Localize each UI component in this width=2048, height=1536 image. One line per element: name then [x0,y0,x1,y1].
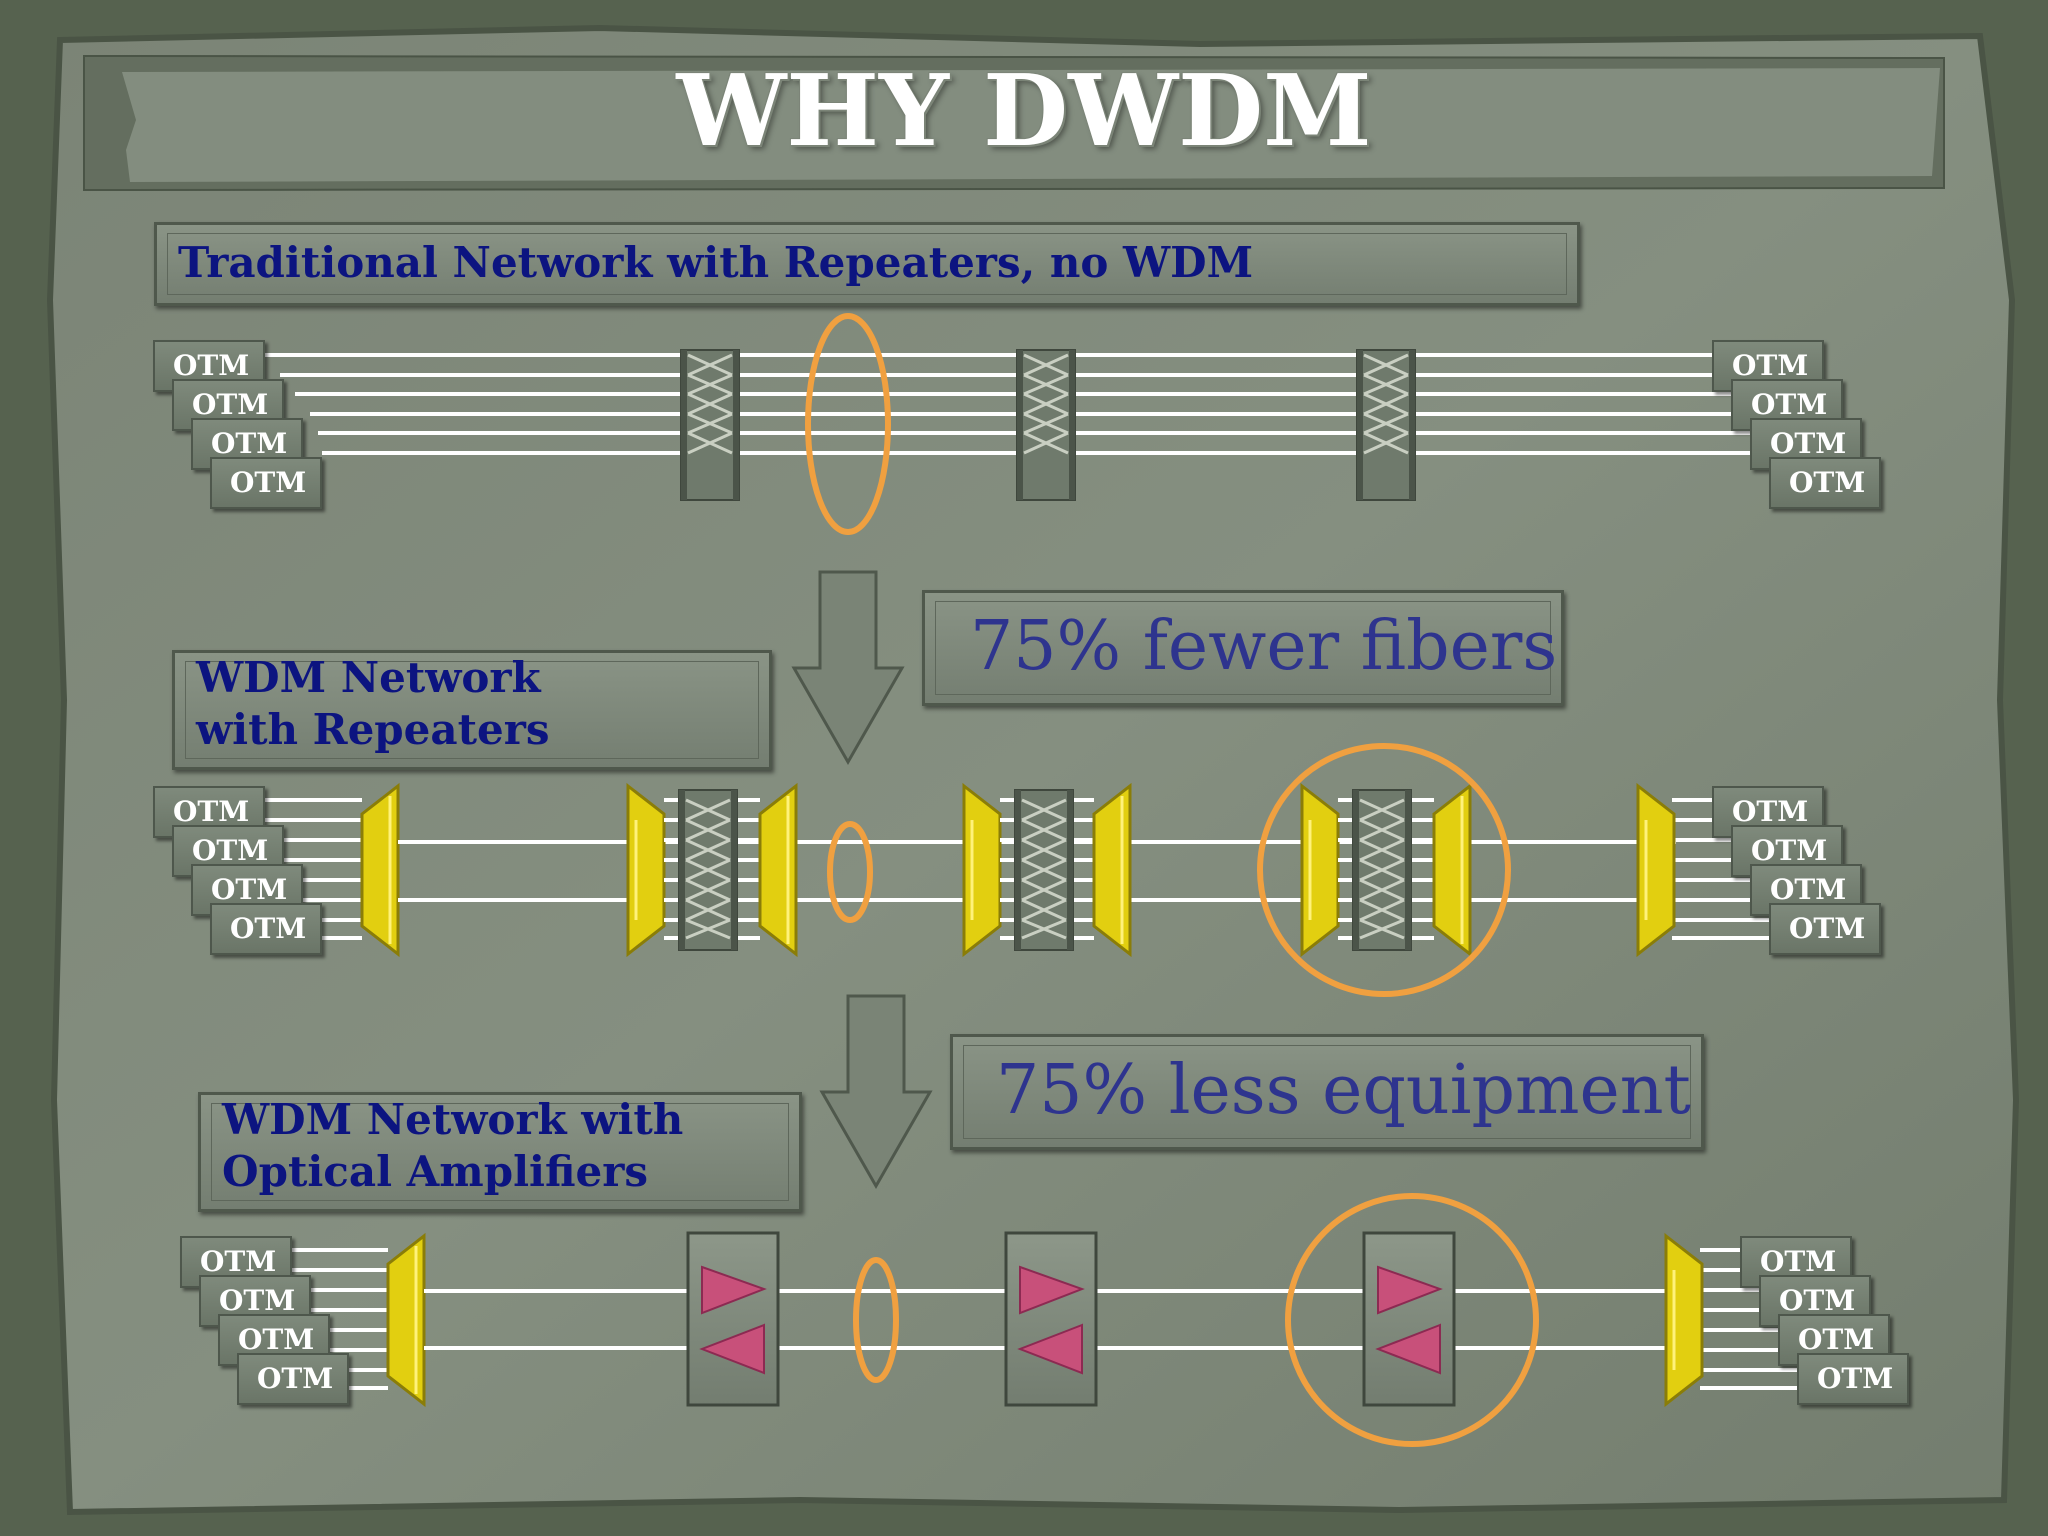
callout-fibers-panel [922,590,1564,706]
mux-s2-site3-left [1300,782,1340,958]
repeater-s2-site1-cross [685,798,731,822]
amplifier-s3-1-forward-triangle [701,1265,767,1315]
highlight-ellipse-s1 [805,313,891,535]
repeater-s2-site1-cross [685,858,731,882]
repeater-s2-site3-cross [1359,798,1405,822]
section3-label-panel [198,1092,802,1212]
mux-s3-terminal-right [1664,1232,1704,1408]
repeater-s1-3-cross [1363,431,1409,455]
callout-equipment-panel [950,1034,1704,1150]
repeater-s2-site1-edge-right [731,790,737,950]
section2-label-line2: with Repeaters [196,705,550,754]
repeater-s1-2-cross [1023,431,1069,455]
repeater-s2-site1 [678,789,738,951]
repeater-s2-site2-cross [1021,858,1067,882]
repeater-s1-1-edge-left [681,350,687,500]
mux-s2-site1-left [626,782,666,958]
repeater-s2-site2-cross [1021,838,1067,862]
repeater-s2-site3-cross [1359,918,1405,940]
repeater-s1-2-cross [1023,373,1069,396]
repeater-s2-site2-cross [1021,878,1067,902]
repeater-s2-site2-cross [1021,898,1067,922]
repeater-s2-site1-cross [685,838,731,862]
section3-label-line1: WDM Network with [222,1095,684,1144]
repeater-s1-1-cross [687,373,733,396]
amplifier-s3-2 [1004,1231,1098,1407]
otm-terminal-s3-right: OTM [1797,1353,1909,1405]
otm-terminal-s1-left: OTM [210,457,322,509]
repeater-s1-2-cross [1023,412,1069,435]
highlight-ellipse-s3 [853,1257,899,1383]
repeater-s2-site3-cross [1359,838,1405,862]
repeater-s1-3-cross [1363,353,1409,377]
repeater-s2-site1-cross [685,898,731,922]
otm-terminal-s2-right: OTM [1769,903,1881,955]
section2-label-line1: WDM Network [196,653,541,702]
repeater-s2-site2-edge-right [1067,790,1073,950]
repeater-s1-2-cross [1023,392,1069,416]
repeater-s1-3-edge-right [1409,350,1415,500]
repeater-s1-1-cross [687,412,733,435]
highlight-circle-s2 [1257,743,1511,997]
repeater-s2-site3-cross [1359,818,1405,842]
repeater-s2-site3-cross [1359,878,1405,902]
mux-s2-site2-right [1092,782,1132,958]
highlight-ellipse-s2 [827,821,873,923]
repeater-s1-1-cross [687,392,733,416]
section3-label-line2: Optical Amplifiers [222,1147,649,1196]
otm-terminal-s3-left: OTM [237,1353,349,1405]
section1-label: Traditional Network with Repeaters, no W… [178,238,1254,287]
mux-s2-site2-left [962,782,1002,958]
amplifier-s3-3-forward-triangle [1377,1265,1443,1315]
repeater-s2-site3-edge-right [1405,790,1411,950]
repeater-s2-site2-edge-left [1015,790,1021,950]
mux-s3-terminal-left [386,1232,426,1408]
repeater-s2-site3-cross [1359,858,1405,882]
mux-s2-site3-right [1432,782,1472,958]
mux-s2-terminal-left [360,782,400,958]
down-arrow-2 [819,994,933,1190]
mux-s2-site1-right [758,782,798,958]
otm-terminal-s1-right: OTM [1769,457,1881,509]
repeater-s1-1-edge-right [733,350,739,500]
amplifier-s3-3-reverse-triangle [1375,1323,1441,1375]
repeater-s1-3-cross [1363,392,1409,416]
repeater-s1-3-edge-left [1357,350,1363,500]
repeater-s1-1-cross [687,353,733,377]
repeater-s1-2-edge-left [1017,350,1023,500]
mux-s2-terminal-right [1636,782,1676,958]
page-title: WHY DWDM [676,54,1372,169]
repeater-s2-site1-cross [685,918,731,940]
repeater-s1-2-cross [1023,353,1069,377]
repeater-s2-site1-cross [685,818,731,842]
repeater-s1-1-cross [687,431,733,455]
section2-label-panel [172,650,772,770]
callout-equipment: 75% less equipment [996,1051,1691,1130]
highlight-circle-s3 [1285,1193,1539,1447]
repeater-s2-site1-cross [685,878,731,902]
otm-terminal-s2-left: OTM [210,903,322,955]
repeater-s1-3-cross [1363,373,1409,396]
repeater-s2-site2-cross [1021,818,1067,842]
repeater-s2-site2-cross [1021,918,1067,940]
repeater-s2-site2-cross [1021,798,1067,822]
amplifier-s3-1-reverse-triangle [699,1323,765,1375]
callout-fibers: 75% fewer fibers [970,607,1558,686]
down-arrow-1 [791,570,905,766]
amplifier-s3-3 [1362,1231,1456,1407]
repeater-s2-site3-edge-left [1353,790,1359,950]
repeater-s1-2-edge-right [1069,350,1075,500]
repeater-s2-site3-cross [1359,898,1405,922]
section1-label-panel [154,222,1580,306]
amplifier-s3-1 [686,1231,780,1407]
repeater-s1-3-cross [1363,412,1409,435]
amplifier-s3-2-reverse-triangle [1017,1323,1083,1375]
repeater-s2-site1-edge-left [679,790,685,950]
amplifier-s3-2-forward-triangle [1019,1265,1085,1315]
